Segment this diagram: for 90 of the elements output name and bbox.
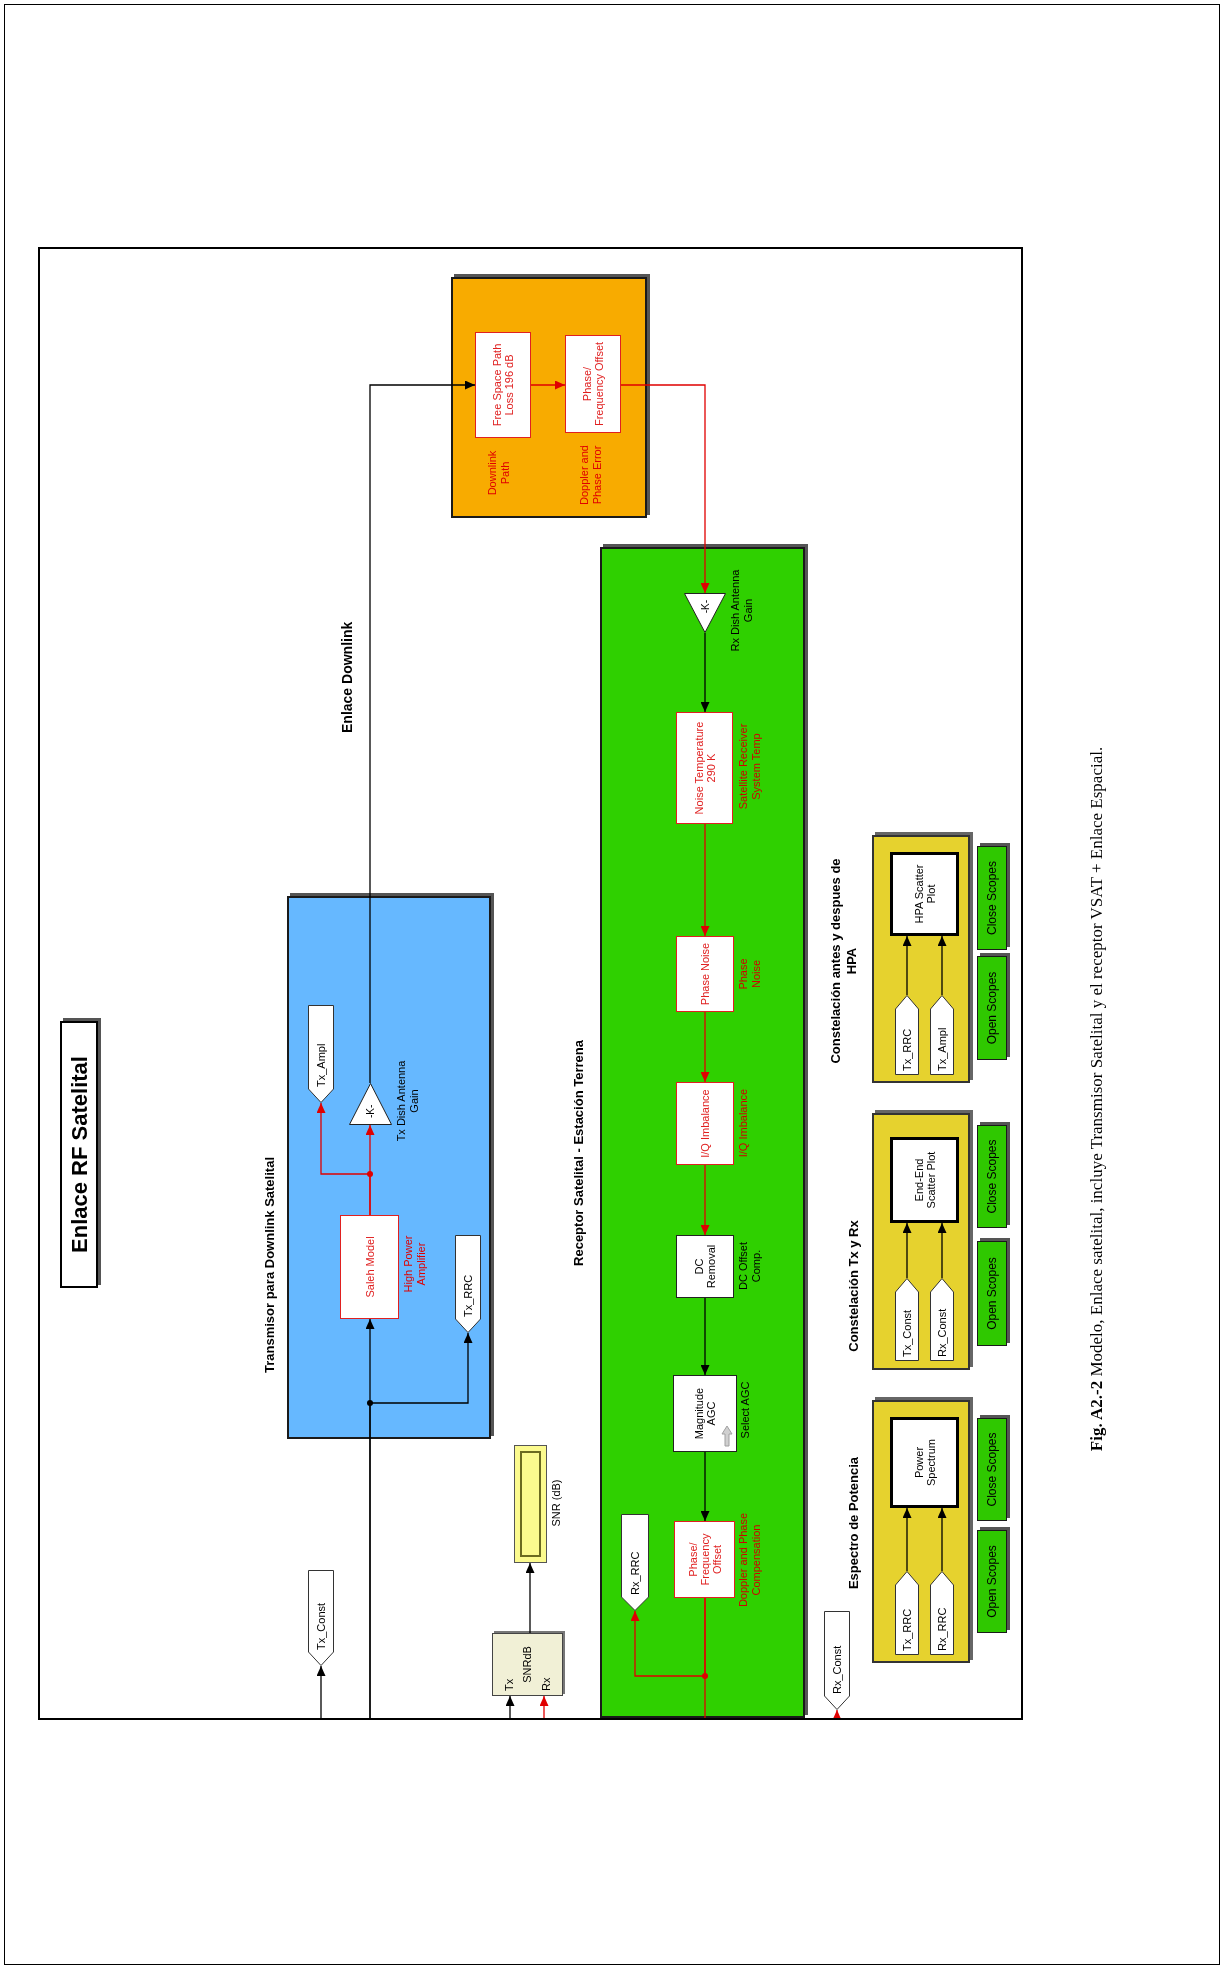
arrow bbox=[700, 823, 710, 937]
arrow bbox=[316, 1665, 326, 1717]
from-tag: Tx_Const bbox=[895, 1278, 919, 1361]
snr-block bbox=[492, 1633, 563, 1696]
process-block bbox=[676, 712, 733, 824]
process-block bbox=[673, 1375, 737, 1452]
block-label: DC Removal bbox=[693, 1243, 717, 1291]
panel-heading: Espectro de Potencia bbox=[846, 1455, 862, 1592]
block-caption: Doppler and Phase Compensation bbox=[737, 1511, 763, 1610]
block-label: Magnitude AGC bbox=[693, 1386, 717, 1442]
block-label: Free Space Path Loss 196 dB bbox=[491, 342, 515, 429]
panel-heading: Constelación antes y despues de HPA bbox=[828, 857, 860, 1066]
from-tag: Tx_RRC bbox=[895, 995, 919, 1075]
block-caption: Satellite Receiver System Temp bbox=[737, 722, 763, 812]
panel-heading: Constelación Tx y Rx bbox=[846, 1219, 862, 1354]
arrow bbox=[700, 1164, 710, 1236]
block-caption: Downlink Path bbox=[486, 449, 512, 498]
display-block bbox=[514, 1445, 547, 1563]
block-caption: I/Q Imbalance bbox=[737, 1087, 750, 1159]
block-caption: Phase Noise bbox=[737, 957, 763, 992]
from-tag: Rx_Const bbox=[930, 1278, 954, 1361]
port-label: Tx bbox=[503, 1678, 515, 1691]
arrow bbox=[365, 1124, 375, 1216]
scope-button: Close Scopes bbox=[977, 1125, 1007, 1228]
block-caption: SNR (dB) bbox=[550, 1478, 563, 1529]
arrow bbox=[832, 1709, 842, 1717]
goto-tag: Tx_Const bbox=[308, 1570, 334, 1666]
scope-block bbox=[890, 1417, 959, 1508]
process-block bbox=[676, 1235, 734, 1298]
scope-button: Close Scopes bbox=[977, 846, 1007, 950]
arrow bbox=[539, 1695, 549, 1717]
block-label: Saleh Model bbox=[363, 1236, 376, 1298]
process-block bbox=[565, 335, 621, 433]
block-label: HPA Scatter Plot bbox=[912, 863, 937, 926]
block-label: Phase Noise bbox=[699, 942, 711, 1006]
arrow bbox=[937, 1507, 947, 1572]
arrow bbox=[530, 380, 566, 390]
from-tag: Tx_Ampl bbox=[930, 995, 954, 1075]
arrow bbox=[937, 1222, 947, 1279]
block-caption: DC Offset Comp. bbox=[737, 1240, 763, 1293]
goto-tag: Tx_RRC bbox=[455, 1235, 481, 1333]
arrow bbox=[620, 384, 710, 594]
block-caption: High Power Amplifier bbox=[402, 1234, 428, 1295]
signal-line bbox=[704, 1597, 706, 1717]
arrow bbox=[505, 1695, 515, 1717]
gain-triangle: -K- bbox=[349, 1083, 392, 1125]
arrow bbox=[700, 1451, 710, 1522]
arrow bbox=[902, 1507, 912, 1572]
port-label: Rx bbox=[540, 1677, 552, 1691]
process-block bbox=[676, 936, 734, 1012]
scope-button: Open Scopes bbox=[977, 956, 1007, 1060]
block-label: Power Spectrum bbox=[912, 1437, 937, 1489]
gain-triangle: -K- bbox=[684, 593, 726, 633]
block-caption: Select AGC bbox=[739, 1380, 752, 1441]
arrow bbox=[902, 935, 912, 996]
arrow bbox=[902, 1222, 912, 1279]
goto-tag: Rx_RRC bbox=[621, 1514, 649, 1611]
block-label: Phase/ Frequency Offset bbox=[686, 1532, 723, 1588]
block-label: Phase/ Frequency Offset bbox=[581, 340, 605, 428]
scope-button: Open Scopes bbox=[977, 1241, 1007, 1346]
arrow bbox=[369, 380, 476, 1084]
arrow bbox=[525, 1562, 535, 1634]
block-caption: Rx Dish Antenna Gain bbox=[729, 568, 755, 654]
process-block bbox=[676, 1082, 734, 1165]
title-box: Enlace RF Satelital bbox=[60, 1021, 98, 1288]
arrow bbox=[700, 1297, 710, 1376]
goto-tag: Rx_Const bbox=[824, 1611, 850, 1710]
process-block bbox=[674, 1521, 735, 1598]
scope-button: Open Scopes bbox=[977, 1530, 1007, 1633]
block-caption: Tx Dish Antenna Gain bbox=[395, 1059, 421, 1144]
panel-heading: Receptor Satelital - Estación Terrena bbox=[571, 1039, 587, 1268]
block-label: SNRdB bbox=[521, 1645, 533, 1685]
from-tag: Rx_RRC bbox=[930, 1571, 954, 1655]
process-block bbox=[340, 1215, 399, 1319]
arrow bbox=[937, 935, 947, 996]
block-label: I/Q Imbalance bbox=[699, 1089, 711, 1158]
scope-block bbox=[890, 1137, 959, 1223]
arrow bbox=[700, 632, 710, 713]
process-block bbox=[475, 332, 531, 438]
scope-block bbox=[890, 852, 959, 936]
block-label: Noise Temperature 290 K bbox=[692, 720, 717, 817]
arrow bbox=[369, 1332, 473, 1717]
scope-button: Close Scopes bbox=[977, 1418, 1007, 1521]
block-label: End-End Scatter Plot bbox=[912, 1150, 937, 1211]
figure-caption: Fig. A2.-2 Modelo, Enlace satelital, incluye Transmisor Satelital y el receptor VSAT + Enlace Espacial. bbox=[1086, 745, 1107, 1454]
panel-heading: Transmisor para Downlink Satelital bbox=[262, 1156, 278, 1375]
arrow bbox=[700, 1011, 710, 1083]
from-tag: Tx_RRC bbox=[895, 1571, 919, 1655]
block-caption: Doppler and Phase Error bbox=[578, 444, 604, 507]
goto-tag: Tx_Ampl bbox=[308, 1005, 334, 1103]
